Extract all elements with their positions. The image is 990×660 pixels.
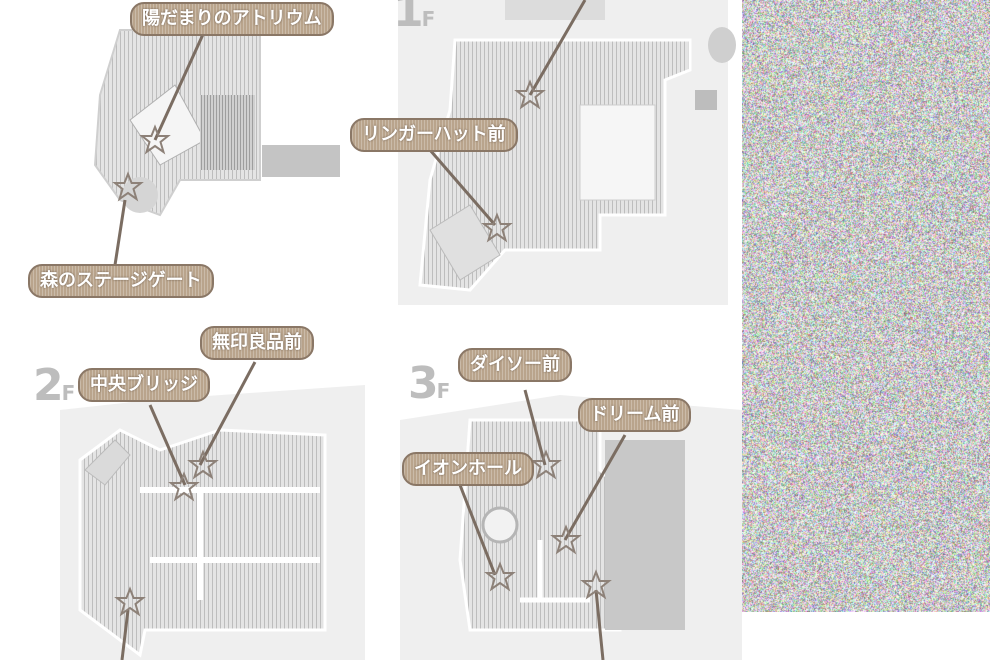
map-panel-2f: [60, 385, 365, 660]
floor-suffix: F: [422, 7, 436, 31]
floor-number: 3: [408, 358, 437, 409]
callout-atrium: 陽だまりのアトリウム: [130, 2, 334, 36]
callout-ringer-hut: リンガーハット前: [350, 118, 518, 152]
callout-dream: ドリーム前: [578, 398, 691, 432]
noise-panel: [742, 0, 990, 612]
floor-label-1f: 1F: [393, 0, 435, 37]
floor-label-2f: 2F: [33, 360, 75, 411]
floor-label-3f: 3F: [408, 358, 450, 409]
floor-suffix: F: [437, 379, 451, 403]
floor-number: 2: [33, 360, 62, 411]
floor-number: 1: [393, 0, 422, 37]
callout-mori-stage-gate: 森のステージゲート: [28, 264, 214, 298]
floor-suffix: F: [62, 381, 76, 405]
callout-chuo-bridge: 中央ブリッジ: [78, 368, 210, 402]
map-panel-1f: [398, 0, 736, 305]
callout-daiso: ダイソー前: [458, 348, 572, 382]
callout-aeon-hall: イオンホール: [402, 452, 534, 486]
callout-muji: 無印良品前: [200, 326, 314, 360]
